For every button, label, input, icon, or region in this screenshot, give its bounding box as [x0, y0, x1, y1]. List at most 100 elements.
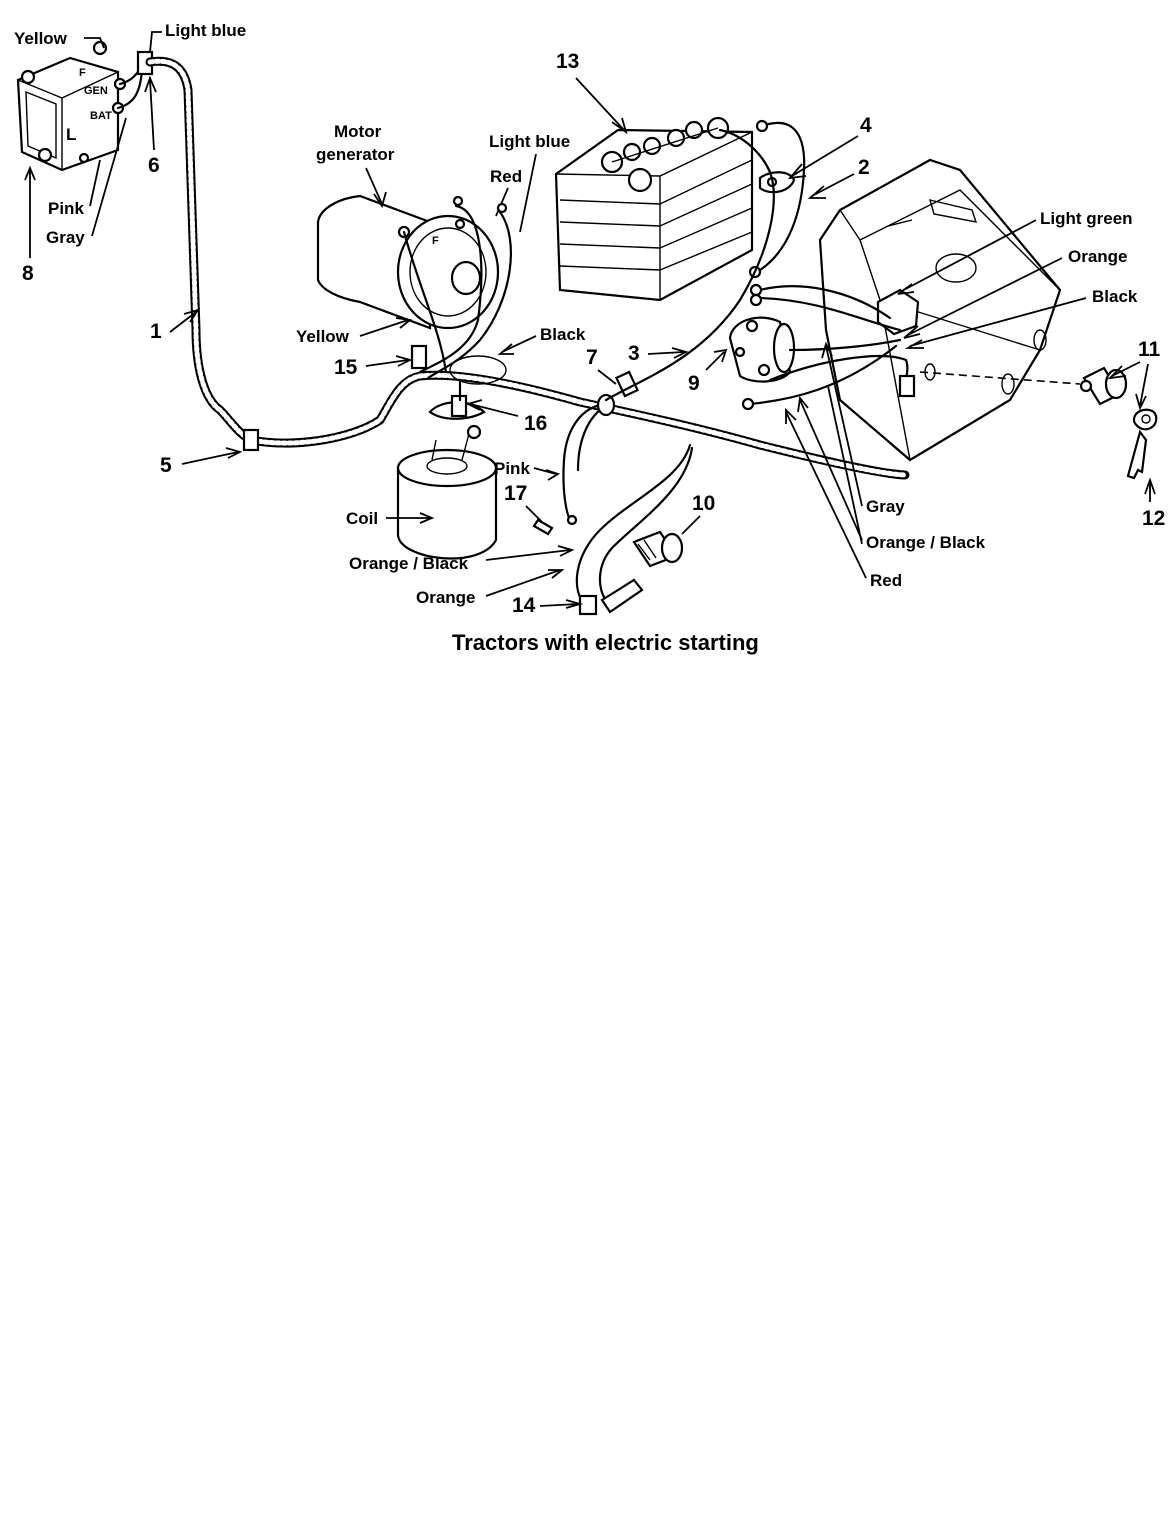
harness-clamp-7 [614, 370, 640, 398]
arrow-16 [465, 399, 519, 417]
arrow-yellow-generator [359, 317, 413, 337]
wire-light-green [758, 285, 892, 320]
arrow-orange-lower [485, 569, 565, 597]
wire-regulator-gen [116, 68, 144, 110]
generator-ring-terminal-2 [496, 202, 508, 214]
battery [554, 116, 754, 302]
arrow-black-generator [497, 335, 537, 355]
arrow-15 [365, 355, 413, 367]
terminal-l: L [66, 125, 76, 144]
ignition-key-12 [1126, 408, 1158, 480]
arrow-4 [787, 135, 859, 180]
terminal-bat: BAT [90, 110, 112, 122]
ignition-coil [396, 401, 498, 560]
arrow-10 [681, 515, 701, 535]
pink-ring-terminal [566, 514, 578, 526]
wire-generator-yellow [402, 230, 448, 374]
arrow-orange-black-switch-2 [827, 385, 863, 545]
number-12: 12 [1142, 507, 1165, 530]
arrow-6 [144, 75, 157, 151]
generator-terminal-mark: F [432, 235, 439, 247]
arrow-pink-coil [533, 467, 561, 481]
number-1: 1 [150, 320, 162, 343]
cable-2 [758, 121, 806, 272]
terminal-gen: GEN [84, 85, 108, 97]
arrow-gray-switch [821, 341, 863, 507]
arrow-11a [1107, 361, 1141, 380]
label-orange-lower: Orange [416, 588, 476, 607]
label-yellow-regulator: Yellow [14, 29, 68, 48]
switch-10 [632, 530, 684, 568]
arrow-light-blue-generator [519, 153, 537, 233]
number-4: 4 [860, 114, 872, 137]
diagram-caption: Tractors with electric starting [452, 630, 759, 655]
arrow-orange-black-lower [485, 545, 575, 561]
connector-17 [532, 518, 554, 536]
arrow-3 [647, 347, 689, 359]
label-pink-regulator: Pink [48, 199, 84, 218]
cable-2-terminal [755, 119, 769, 133]
number-3: 3 [628, 342, 640, 365]
arrow-12 [1144, 477, 1156, 502]
harness-grommet [596, 393, 616, 417]
label-orange-switch: Orange [1068, 247, 1128, 266]
arrow-coil [386, 512, 435, 524]
number-11: 11 [1138, 338, 1161, 361]
arrow-black-switch [904, 297, 1087, 349]
number-17: 17 [504, 482, 527, 505]
arrow-14 [539, 599, 584, 609]
switch-bracket-14 [600, 578, 644, 614]
arrow-11b [1135, 363, 1149, 411]
terminal-14 [578, 594, 598, 616]
arrow-9 [705, 348, 728, 371]
number-14: 14 [512, 594, 536, 617]
cable-3 [604, 128, 775, 402]
label-red-generator: Red [490, 167, 522, 186]
arrow-orange-switch [903, 257, 1063, 339]
starter-solenoid [728, 316, 796, 383]
label-gray-regulator: Gray [46, 228, 85, 247]
number-2: 2 [858, 156, 870, 179]
arrow-7 [597, 369, 617, 385]
main-harness [145, 56, 910, 480]
harness-clamp-5 [242, 428, 260, 452]
arrow-8 [24, 165, 36, 258]
arrow-orange-black-switch [797, 395, 863, 541]
label-pink-coil: Pink [494, 459, 530, 478]
wire-generator-light-blue [426, 210, 512, 380]
label-motor-generator-line2: generator [316, 145, 395, 164]
number-7: 7 [586, 346, 598, 369]
ring-terminal-b [749, 293, 763, 307]
label-black-generator: Black [540, 325, 586, 344]
number-13: 13 [556, 50, 579, 73]
harness-clamp-15 [410, 344, 428, 370]
voltage-regulator: F GEN BAT L [16, 40, 127, 172]
label-gray-switch: Gray [866, 497, 905, 516]
instrument-panel [818, 158, 1062, 462]
generator-ring-terminal [452, 195, 464, 207]
label-light-blue-generator: Light blue [489, 132, 570, 151]
number-10: 10 [692, 492, 715, 515]
label-red-switch: Red [870, 571, 902, 590]
arrow-13 [575, 77, 628, 135]
arrow-motor-generator [365, 167, 387, 209]
wire-generator-red [418, 204, 483, 374]
arrow-light-blue-regulator [149, 31, 162, 53]
label-orange-black-lower: Orange / Black [349, 554, 469, 573]
wire-red-switch [748, 344, 898, 406]
wire-orange-switch [758, 296, 902, 332]
assembly-line-11 [919, 371, 1081, 385]
generator-wire-loop [449, 355, 507, 385]
wire-orange-black-lower [575, 443, 692, 608]
motor-generator: F [316, 194, 500, 330]
wire-orange-black-switch [788, 338, 902, 352]
number-9: 9 [688, 372, 700, 395]
wire-pink [562, 403, 602, 522]
number-6: 6 [148, 154, 160, 177]
wire-pink-2 [576, 408, 602, 472]
ignition-switch-11 [1079, 366, 1128, 406]
arrow-5 [181, 447, 243, 465]
number-16: 16 [524, 412, 547, 435]
arrow-light-green [897, 219, 1037, 295]
